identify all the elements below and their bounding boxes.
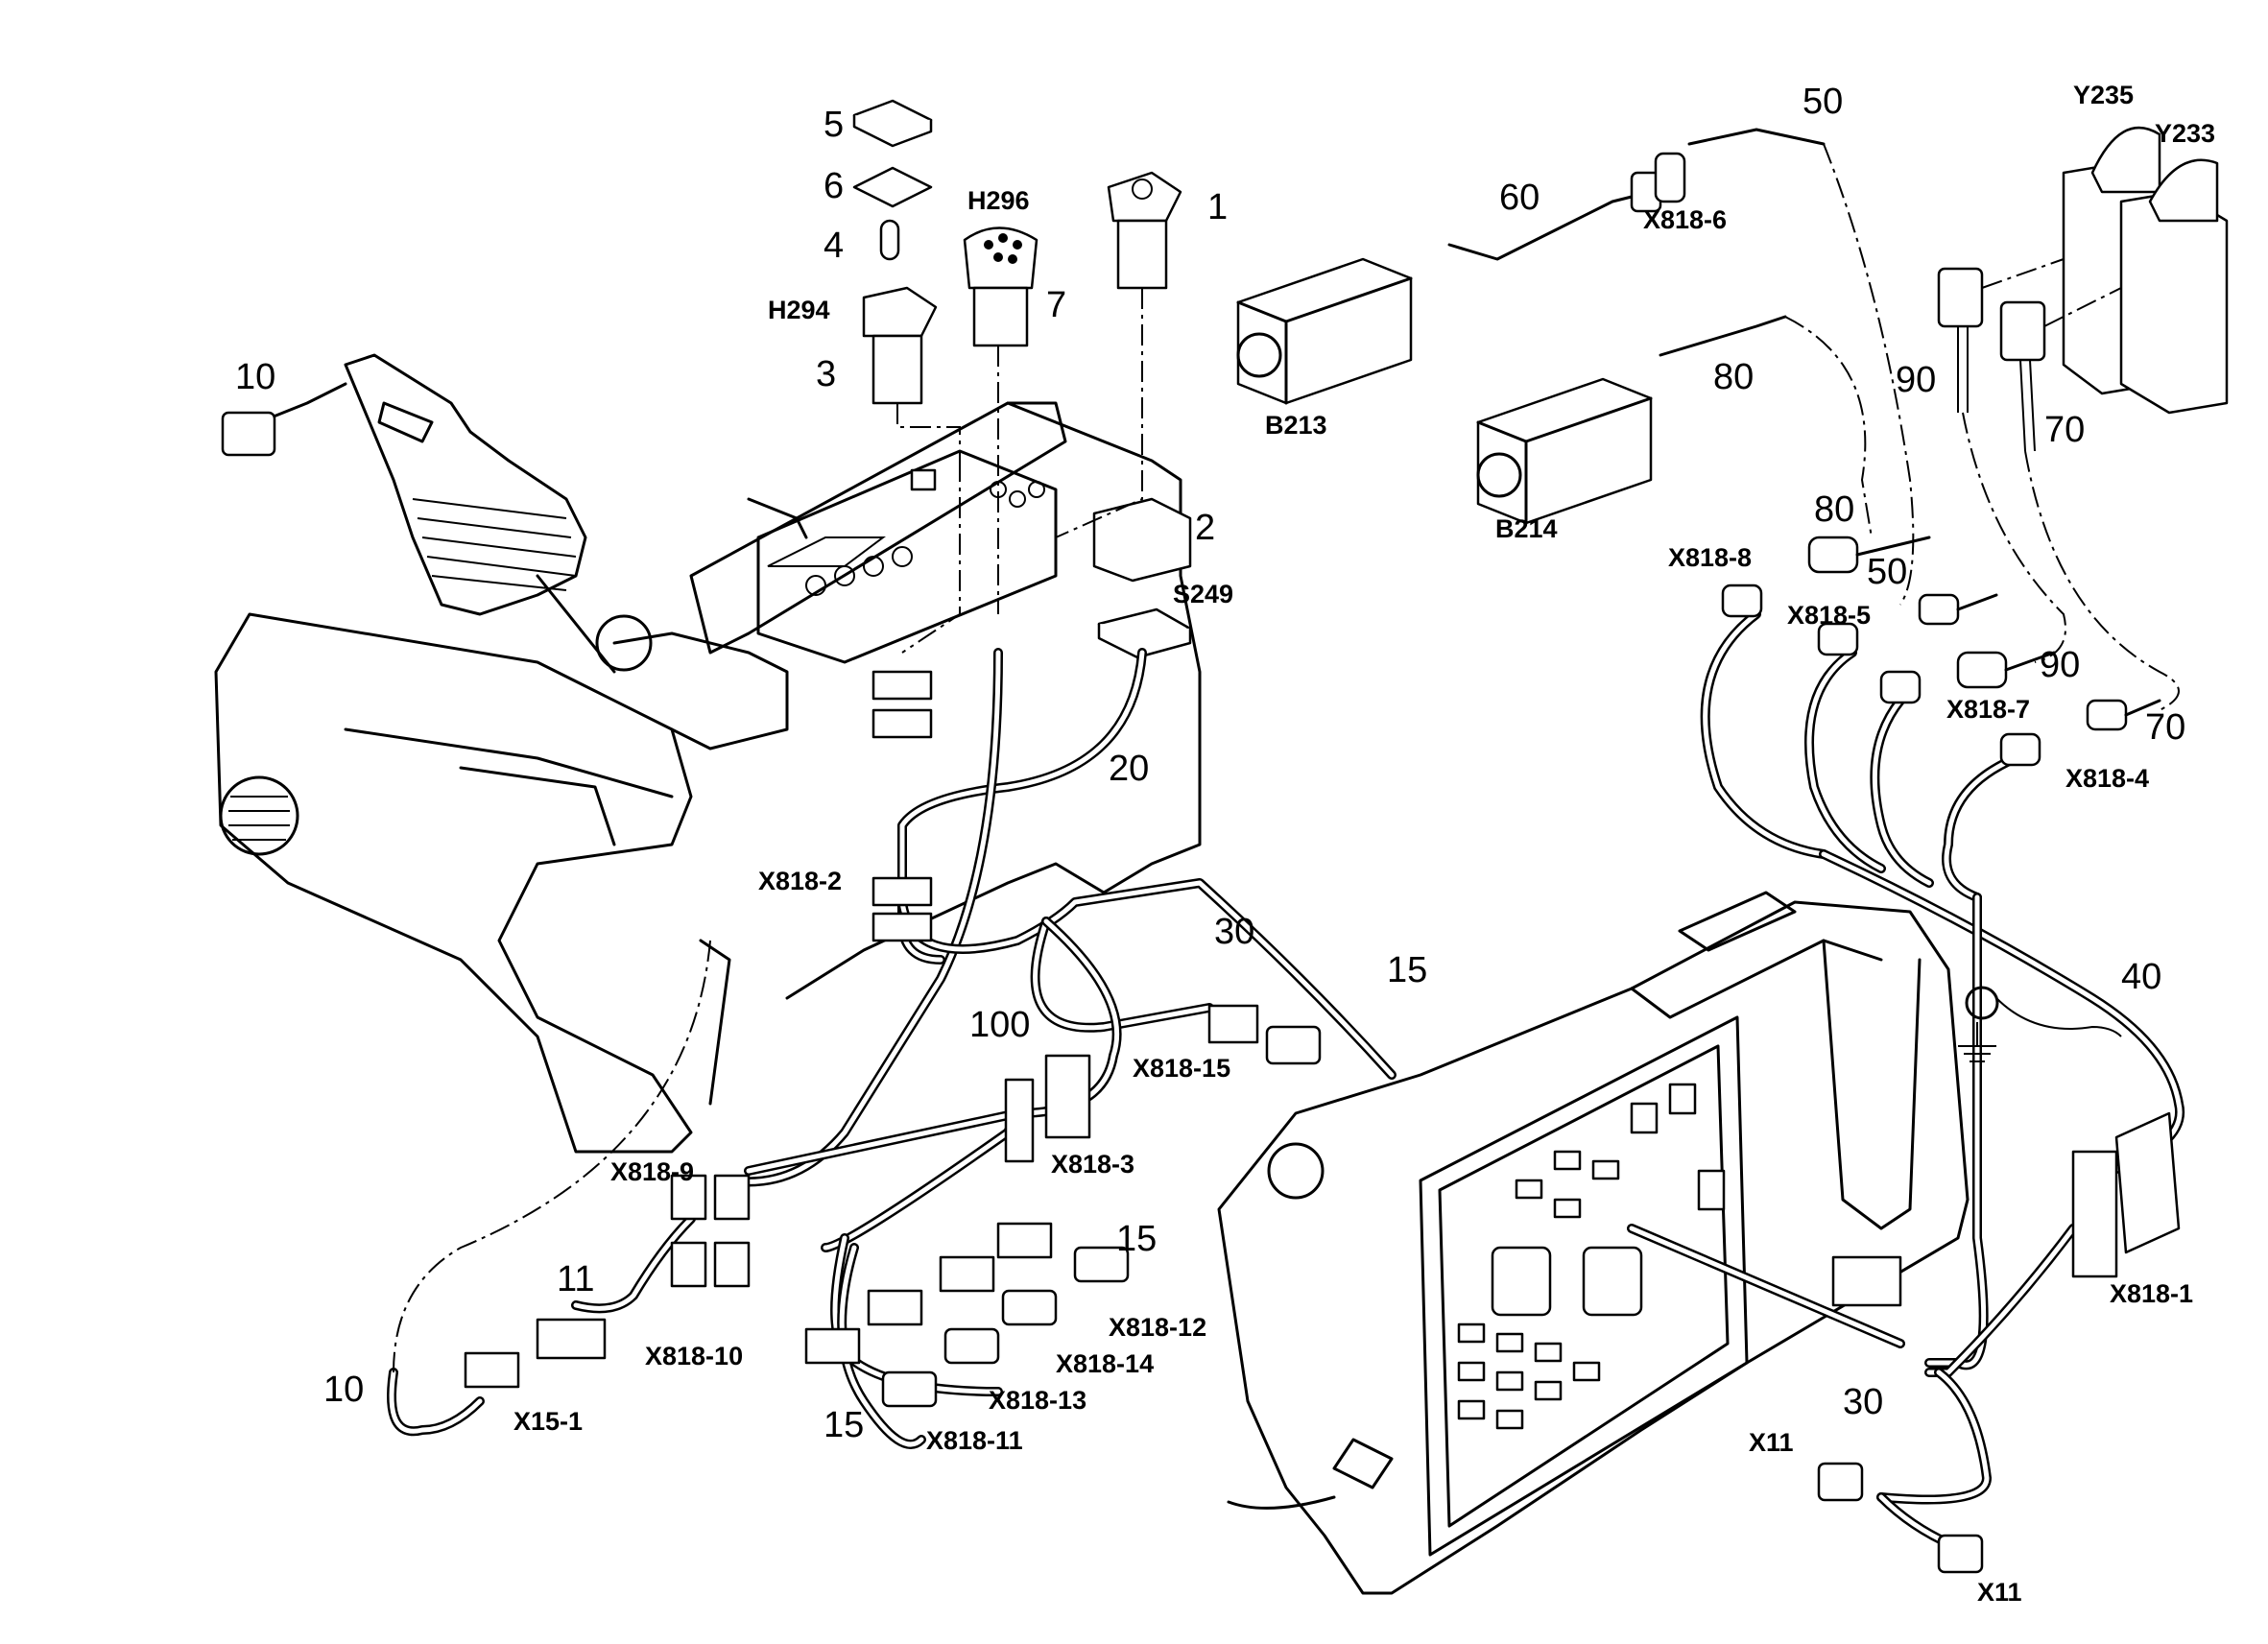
label-90-mid: 90 — [2040, 645, 2080, 685]
harness-right — [1700, 609, 2185, 1560]
label-40: 40 — [2121, 957, 2161, 997]
ref-X818-13: X818-13 — [989, 1386, 1086, 1415]
connectors-left — [464, 670, 1322, 1408]
label-10-bottom: 10 — [323, 1370, 364, 1410]
sensor-B213 — [1236, 257, 1413, 405]
part-4-bulb — [879, 219, 900, 261]
label-20: 20 — [1109, 749, 1149, 789]
label-1: 1 — [1207, 187, 1228, 227]
label-60: 60 — [1499, 178, 1540, 218]
label-7: 7 — [1046, 285, 1066, 325]
label-15-bottom: 15 — [824, 1405, 864, 1445]
ref-Y235: Y235 — [2073, 81, 2134, 109]
label-15-right: 15 — [1116, 1219, 1157, 1259]
label-6: 6 — [824, 166, 844, 206]
sensors-and-valves — [1236, 126, 2229, 711]
ref-X818-9: X818-9 — [610, 1157, 694, 1186]
sensor-B214 — [1476, 377, 1653, 525]
part-1-switch — [1107, 171, 1182, 223]
label-70-top: 70 — [2044, 410, 2085, 450]
label-5: 5 — [824, 105, 844, 145]
ref-Y233: Y233 — [2155, 119, 2215, 148]
label-50-mid: 50 — [1867, 552, 1907, 592]
valve-Y233 — [2119, 190, 2229, 415]
control-panel — [689, 401, 1202, 1000]
ref-X818-4: X818-4 — [2065, 764, 2149, 793]
armrest-console — [214, 612, 789, 1154]
label-50-top: 50 — [1802, 82, 1843, 122]
ref-X818-15: X818-15 — [1133, 1054, 1230, 1083]
label-30-right: 30 — [1843, 1382, 1883, 1422]
ref-B213: B213 — [1265, 411, 1327, 440]
part-3-switch-H294 — [862, 286, 938, 338]
ref-X818-2: X818-2 — [758, 867, 842, 895]
label-2: 2 — [1195, 508, 1215, 548]
ref-X818-3: X818-3 — [1051, 1150, 1134, 1179]
control-box — [1217, 891, 1970, 1595]
ref-X818-1: X818-1 — [2110, 1279, 2193, 1308]
joystick — [221, 353, 653, 674]
label-100: 100 — [969, 1005, 1030, 1045]
label-4: 4 — [824, 226, 844, 266]
label-15-top: 15 — [1387, 950, 1427, 990]
callout-numbers: 5 6 4 1 7 3 10 2 20 30 15 100 15 11 10 1… — [235, 82, 2185, 1445]
ref-X11-lower: X11 — [1977, 1578, 2022, 1607]
label-70-mid: 70 — [2145, 707, 2185, 748]
ref-H296: H296 — [967, 186, 1030, 215]
ref-X818-14: X818-14 — [1056, 1349, 1154, 1378]
ref-X11-upper: X11 — [1749, 1428, 1794, 1457]
label-3: 3 — [816, 354, 836, 394]
ref-X15-1: X15-1 — [513, 1407, 583, 1436]
ref-X818-7: X818-7 — [1946, 695, 2030, 724]
label-90-top: 90 — [1896, 360, 1936, 400]
ref-X818-8: X818-8 — [1668, 543, 1752, 572]
part-2-switch-S249 — [1092, 497, 1192, 583]
ref-S249: S249 — [1173, 580, 1233, 608]
label-30-left: 30 — [1214, 912, 1254, 952]
switch-components — [852, 99, 1192, 659]
ref-X818-11: X818-11 — [926, 1426, 1023, 1455]
ref-X818-12: X818-12 — [1109, 1313, 1206, 1342]
connectors-right — [1721, 536, 2181, 1574]
ref-X818-5: X818-5 — [1787, 601, 1871, 630]
label-80-top: 80 — [1713, 357, 1754, 397]
part-6-gasket — [852, 166, 933, 208]
ref-H294: H294 — [768, 296, 830, 324]
reference-labels: H296 H294 S249 X818-2 X818-15 X818-3 X81… — [513, 81, 2215, 1607]
ref-B214: B214 — [1495, 514, 1558, 543]
ref-X818-6: X818-6 — [1643, 205, 1727, 234]
label-11: 11 — [557, 1259, 594, 1299]
label-10-top: 10 — [235, 357, 275, 397]
label-80-mid: 80 — [1814, 489, 1854, 530]
ref-X818-10: X818-10 — [645, 1342, 743, 1370]
